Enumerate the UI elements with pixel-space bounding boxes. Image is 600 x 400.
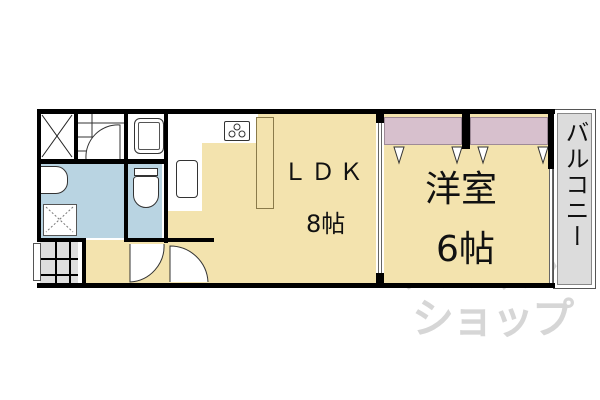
closet-doors-icon <box>393 146 549 165</box>
wall-top <box>37 109 555 114</box>
bathroom-area <box>78 113 128 159</box>
ldk-name: ＬＤＫ <box>283 158 367 186</box>
closet-left <box>384 117 462 145</box>
toilet-door-icon <box>129 243 165 283</box>
closet-right <box>470 117 548 145</box>
wall-ldk-room <box>376 113 384 123</box>
balcony <box>557 113 592 285</box>
toilet-icon <box>134 168 158 176</box>
wall-bottom <box>37 283 555 288</box>
stove-icon <box>224 121 250 141</box>
balcony-label: バルコニー <box>561 120 589 250</box>
western-room-name: 洋室 <box>425 169 498 210</box>
western-room-size: 6帖 <box>436 229 495 270</box>
toilet-bowl-icon <box>133 176 159 208</box>
storage-box <box>40 113 74 159</box>
entrance-tile <box>40 242 78 284</box>
ldk-size: 8帖 <box>306 210 346 238</box>
sliding-door-ldk <box>378 123 382 273</box>
watermark-line2: ショップ <box>412 294 574 343</box>
wall-left <box>37 109 41 242</box>
kitchen-partition <box>256 117 274 209</box>
kitchen-sink-icon <box>176 160 198 198</box>
balcony-outline <box>553 109 596 289</box>
washing-machine-pan-icon <box>43 204 77 236</box>
balcony-window <box>549 169 553 283</box>
entrance-door-icon <box>169 245 209 283</box>
washbasin-icon <box>40 166 68 194</box>
bathtub-icon <box>134 118 164 154</box>
